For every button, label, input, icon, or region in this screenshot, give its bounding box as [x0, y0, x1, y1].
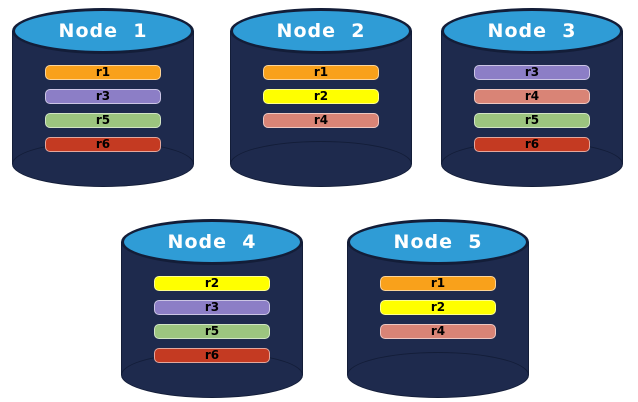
node-title: Node 5	[393, 231, 483, 253]
partition-bar: r6	[45, 137, 161, 152]
cylinder-top: Node 4	[121, 219, 303, 265]
node-2-cylinder: Node 2 r1 r2 r4	[230, 8, 412, 187]
partition-bar-list: r1 r2 r4	[347, 276, 529, 339]
partition-bar-list: r2 r3 r5 r6	[121, 276, 303, 363]
cylinder-top: Node 5	[347, 219, 529, 265]
partition-bar: r2	[154, 276, 270, 291]
node-3-cylinder: Node 3 r3 r4 r5 r6	[441, 8, 623, 187]
partition-bar-list: r1 r3 r5 r6	[12, 65, 194, 152]
node-title: Node 4	[167, 231, 257, 253]
partition-bar: r1	[380, 276, 496, 291]
node-5-cylinder: Node 5 r1 r2 r4	[347, 219, 529, 398]
partition-bar: r5	[45, 113, 161, 128]
node-1-cylinder: Node 1 r1 r3 r5 r6	[12, 8, 194, 187]
partition-bar: r6	[474, 137, 590, 152]
partition-bar: r3	[45, 89, 161, 104]
node-title: Node 2	[276, 20, 366, 42]
partition-bar: r1	[263, 65, 379, 80]
node-title: Node 3	[487, 20, 577, 42]
partition-bar: r3	[154, 300, 270, 315]
partition-bar: r5	[474, 113, 590, 128]
node-4-cylinder: Node 4 r2 r3 r5 r6	[121, 219, 303, 398]
partition-bar: r6	[154, 348, 270, 363]
partition-bar: r4	[380, 324, 496, 339]
cylinder-bottom	[347, 352, 529, 398]
partition-bar-list: r1 r2 r4	[230, 65, 412, 128]
partition-bar: r4	[263, 113, 379, 128]
partition-bar: r2	[263, 89, 379, 104]
partition-bar: r2	[380, 300, 496, 315]
cylinder-top: Node 3	[441, 8, 623, 54]
node-title: Node 1	[58, 20, 148, 42]
partition-bar: r3	[474, 65, 590, 80]
cylinder-bottom	[230, 141, 412, 187]
cylinder-top: Node 1	[12, 8, 194, 54]
cylinder-top: Node 2	[230, 8, 412, 54]
partition-bar: r5	[154, 324, 270, 339]
partition-bar: r4	[474, 89, 590, 104]
partition-bar: r1	[45, 65, 161, 80]
partition-bar-list: r3 r4 r5 r6	[441, 65, 623, 152]
